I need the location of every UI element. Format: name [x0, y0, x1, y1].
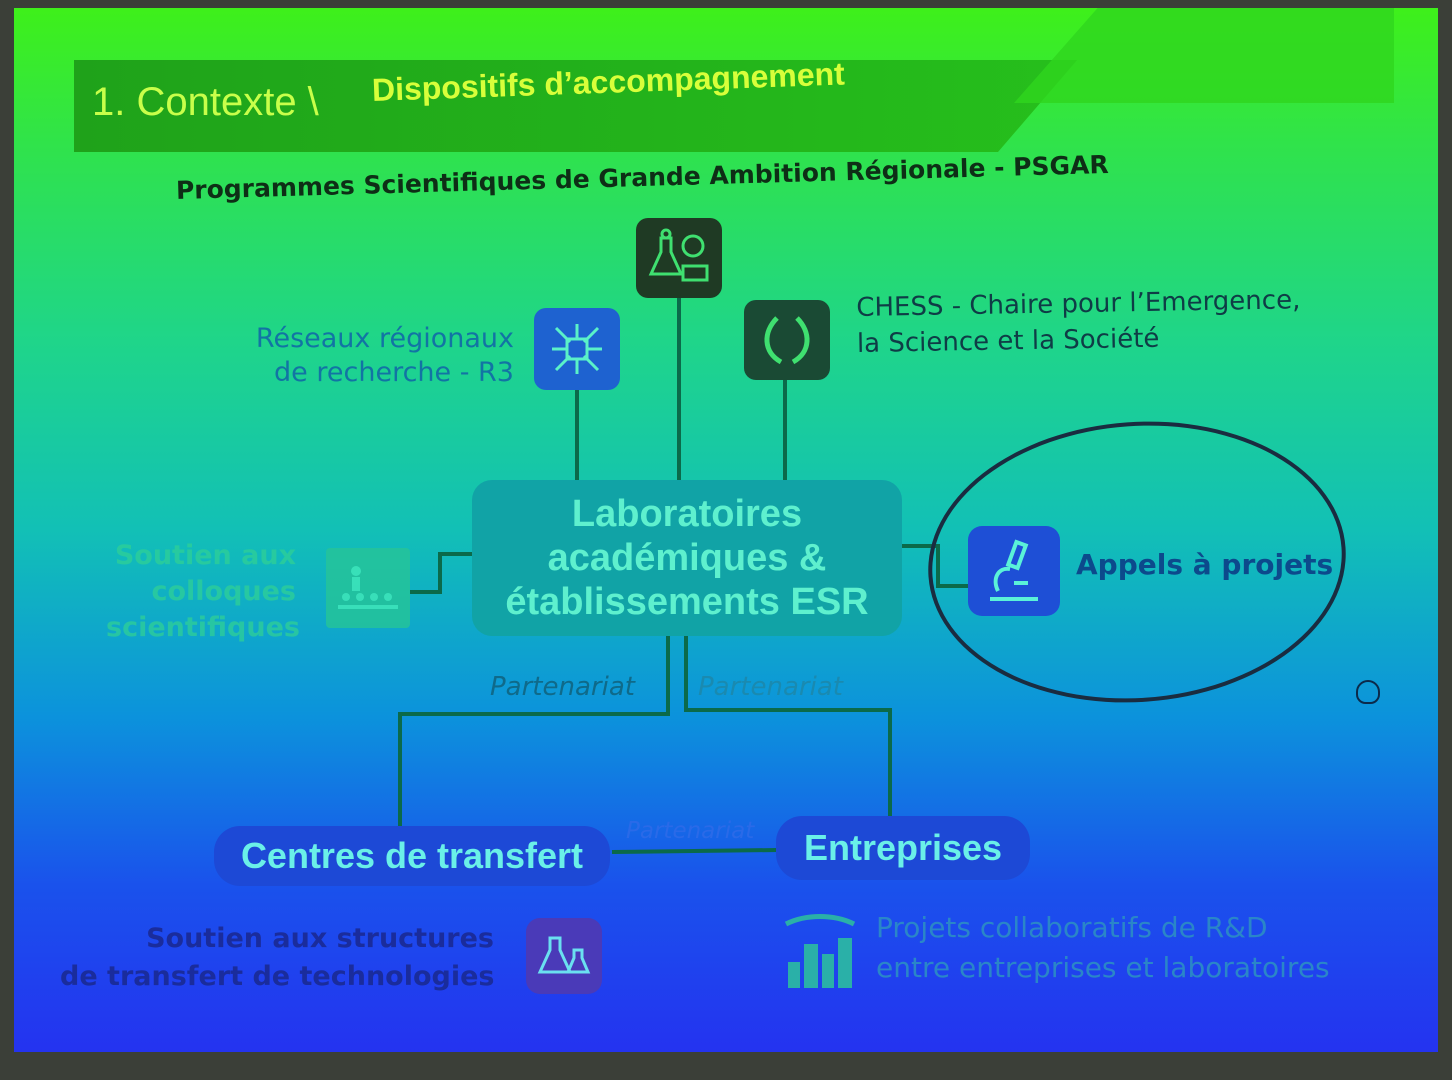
reseaux-line1: Réseaux régionaux [255, 323, 514, 354]
soutien-colloques-label: Soutien aux colloques scientifiques [106, 538, 300, 646]
center-line1: Laboratoires [571, 493, 803, 535]
partenariat-bottom-label: Partenariat [626, 818, 755, 844]
projets-line1: Projets collaboratifs de R&D [876, 911, 1268, 944]
reseaux-line2: de recherche - R3 [274, 357, 514, 388]
audience-icon [326, 548, 410, 628]
soutien-colloques-line2: colloques [151, 576, 296, 607]
soutien-structures-label: Soutien aux structures de transfert de t… [60, 920, 494, 996]
header-bar [74, 60, 1078, 152]
city-buildings-icon [780, 910, 860, 992]
soutien-colloques-line3: scientifiques [106, 612, 300, 643]
projets-collaboratifs-label: Projets collaboratifs de R&D entre entre… [876, 908, 1330, 988]
reseaux-label: Réseaux régionaux de recherche - R3 [226, 322, 514, 390]
laurel-wreath-icon [744, 300, 830, 380]
appels-a-projets-label: Appels à projets [1076, 548, 1334, 581]
lab-flask-icon [526, 918, 602, 994]
hand-cursor-icon [1356, 680, 1380, 704]
circuit-network-icon [534, 308, 620, 390]
entreprises-node: Entreprises [776, 816, 1030, 880]
soutien-colloques-line1: Soutien aux [114, 540, 296, 571]
partenariat-right-label: Partenariat [698, 672, 843, 702]
center-node-laboratoires: Laboratoires académiques & établissement… [472, 480, 902, 636]
partenariat-left-label: Partenariat [490, 672, 635, 702]
projets-line2: entre entreprises et laboratoires [876, 951, 1330, 984]
centres-de-transfert-node: Centres de transfert [214, 826, 610, 886]
microscope-icon [968, 526, 1060, 616]
lab-bulb-icon [636, 218, 722, 298]
chess-label: CHESS - Chaire pour l’Emergence, la Scie… [856, 282, 1301, 362]
soutien-structures-line1: Soutien aux structures [146, 923, 494, 954]
center-line2: académiques & [547, 537, 827, 579]
center-line3: établissements ESR [505, 581, 869, 623]
section-number: 1. Contexte \ [92, 80, 319, 124]
soutien-structures-line2: de transfert de technologies [60, 961, 495, 992]
